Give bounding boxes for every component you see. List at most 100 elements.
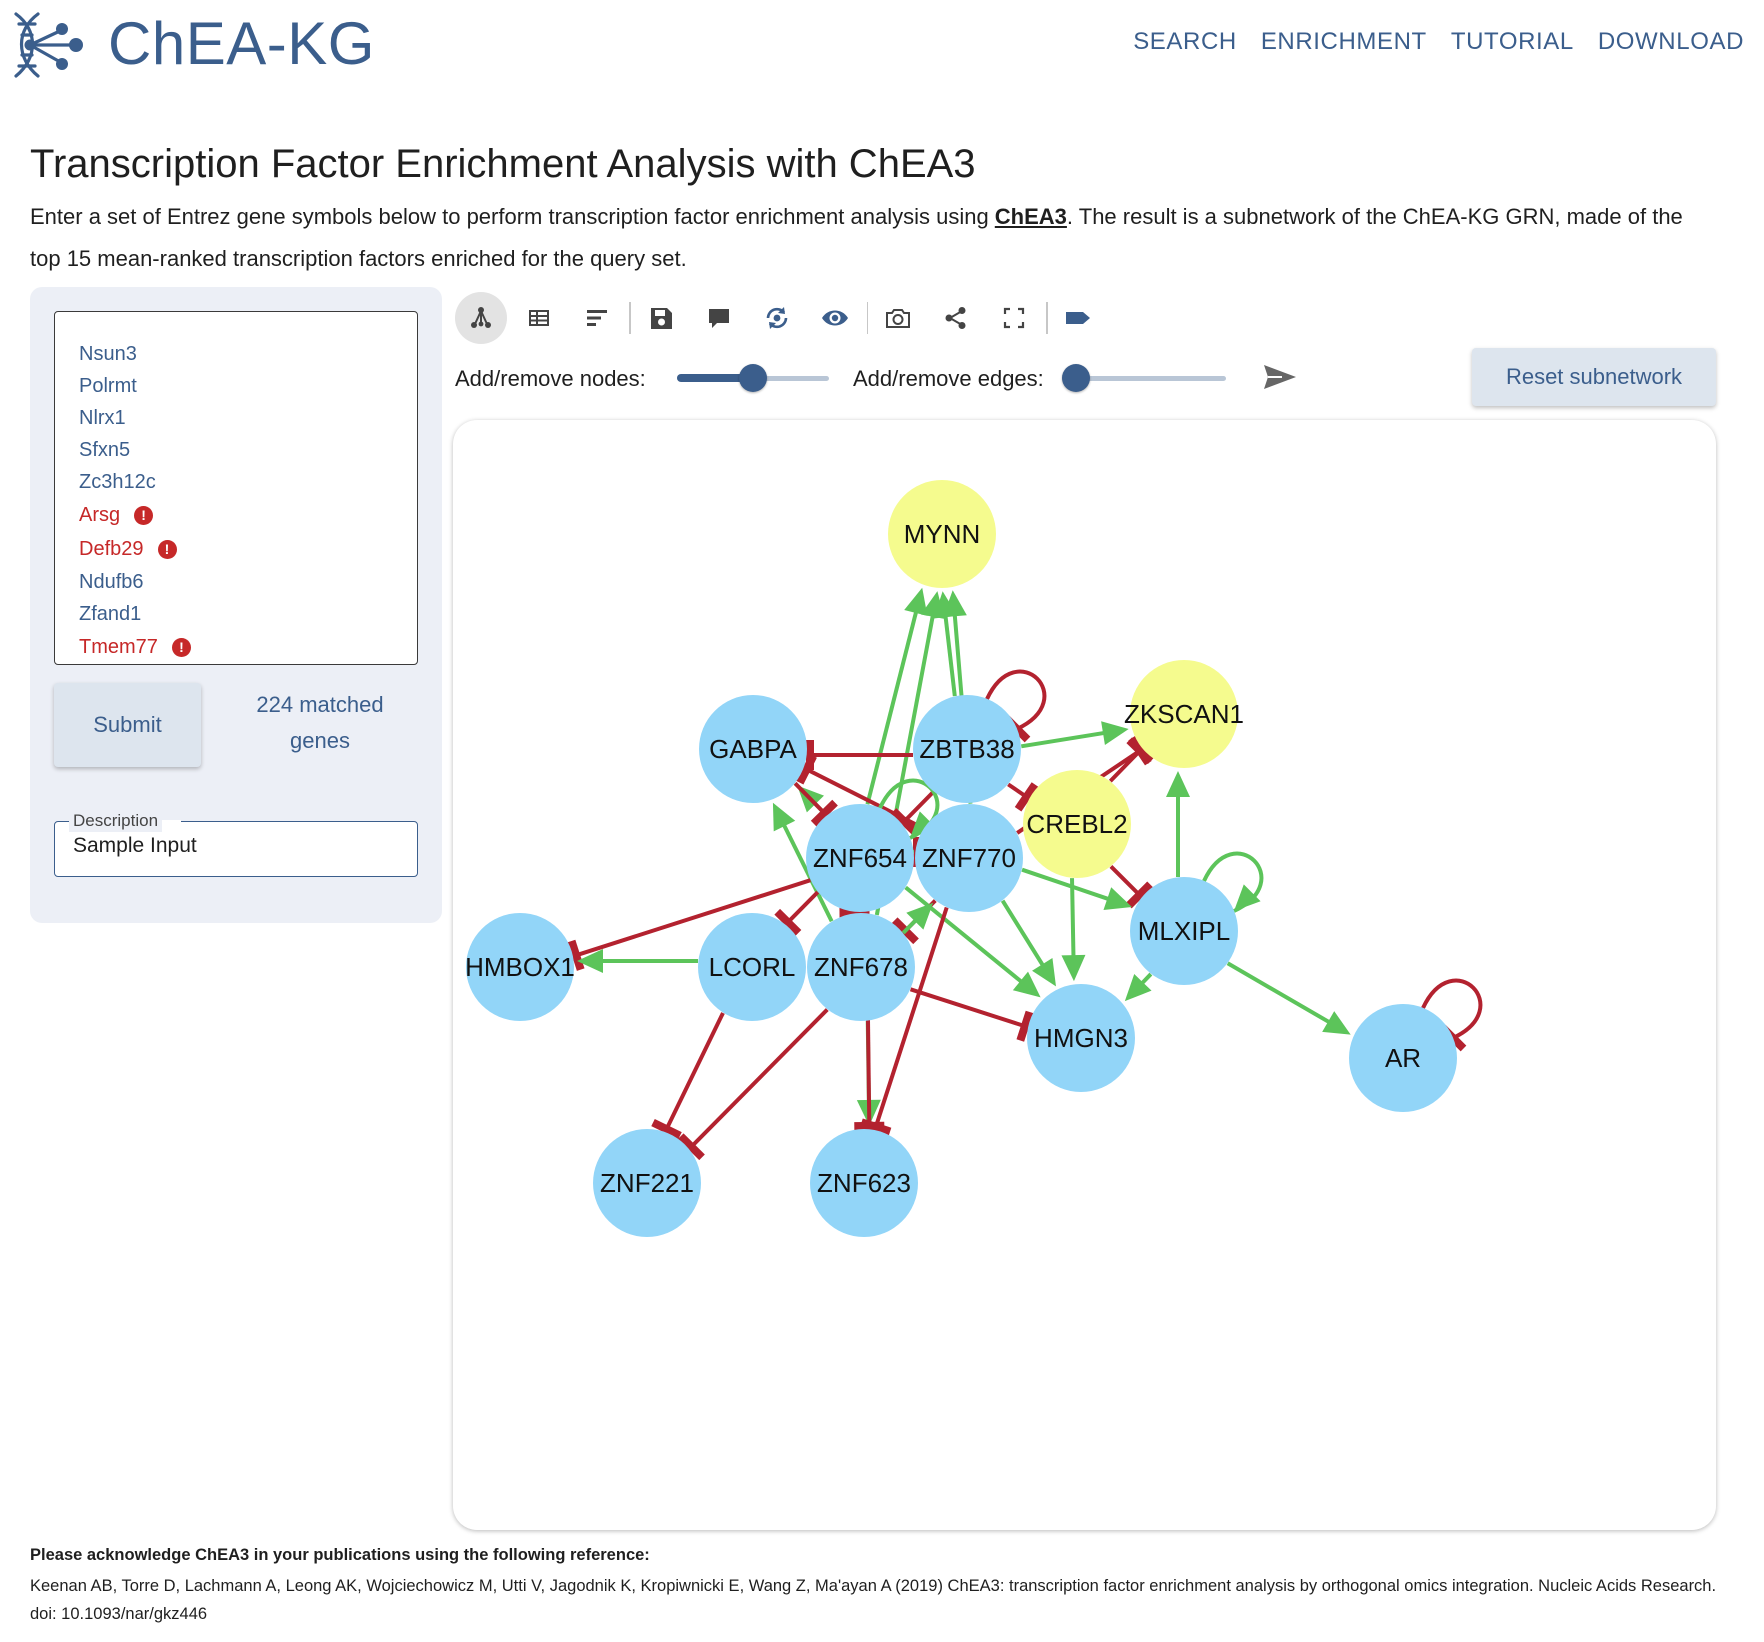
node-ar[interactable]: AR: [1349, 1004, 1457, 1112]
edge-crebl2-mlxipl[interactable]: [1109, 865, 1153, 909]
reset-subnetwork-button[interactable]: Reset subnetwork: [1472, 348, 1716, 406]
node-zkscan1[interactable]: ZKSCAN1: [1124, 660, 1244, 768]
node-zbtb38[interactable]: ZBTB38: [913, 695, 1021, 803]
fullscreen-button[interactable]: [988, 292, 1040, 344]
header: ChEA-KG SEARCH ENRICHMENT TUTORIAL DOWNL…: [0, 0, 1764, 92]
node-znf221[interactable]: ZNF221: [593, 1129, 701, 1237]
node-circle: [915, 804, 1023, 912]
node-circle: [699, 695, 807, 803]
gene-entry: Ndufb6: [79, 566, 417, 598]
gene-entry: Polrmt: [79, 370, 417, 402]
submit-button[interactable]: Submit: [54, 683, 201, 767]
edge-znf770-mlxipl[interactable]: [1021, 867, 1132, 910]
edge-znf678-gabpa[interactable]: [772, 802, 834, 923]
edge-zbtb38-gabpa[interactable]: [806, 740, 913, 770]
refresh-layout-button[interactable]: [751, 292, 803, 344]
gene-entry: Sfxn5: [79, 434, 417, 466]
inhibition-bar: [1016, 1010, 1034, 1042]
camera-icon: [886, 309, 910, 328]
edges-slider[interactable]: [1062, 364, 1226, 392]
chea3-link[interactable]: ChEA3: [994, 204, 1067, 229]
node-znf770[interactable]: ZNF770: [915, 804, 1023, 912]
description-input[interactable]: [73, 834, 403, 858]
bar-chart-view-button[interactable]: [571, 292, 623, 344]
self-loop-mlxipl[interactable]: [1202, 851, 1264, 913]
network-view-button[interactable]: [455, 292, 507, 344]
slider-thumb[interactable]: [1062, 364, 1090, 392]
node-hmbox1[interactable]: HMBOX1: [465, 913, 575, 1021]
arrowhead: [906, 902, 934, 930]
nodes-slider[interactable]: [677, 364, 829, 392]
edge-znf654-hmbox1[interactable]: [567, 878, 812, 971]
nav-enrichment[interactable]: ENRICHMENT: [1260, 28, 1427, 55]
screenshot-button[interactable]: [872, 292, 924, 344]
edge-znf678-hmgn3[interactable]: [909, 987, 1034, 1042]
gene-entry: Zfand1: [79, 598, 417, 630]
node-circle: [593, 1129, 701, 1237]
edge-znf770-hmgn3[interactable]: [1000, 899, 1056, 987]
node-mlxipl[interactable]: MLXIPL: [1130, 877, 1238, 985]
node-znf623[interactable]: ZNF623: [810, 1129, 918, 1237]
node-label: ZBTB38: [919, 734, 1014, 764]
node-lcorl[interactable]: LCORL: [698, 913, 806, 1021]
node-znf678[interactable]: ZNF678: [807, 913, 915, 1021]
dna-network-icon[interactable]: [8, 8, 88, 82]
nav-download[interactable]: DOWNLOAD: [1597, 28, 1744, 55]
share-icon: [945, 307, 966, 329]
node-label: ZNF623: [817, 1168, 911, 1198]
gene-symbol: Defb29: [79, 538, 144, 560]
edge-gabpa-znf654[interactable]: [793, 781, 838, 827]
inhibition-bar: [1126, 881, 1153, 909]
fullscreen-icon: [1003, 307, 1025, 329]
node-label: HMBOX1: [465, 952, 575, 982]
edge-zbtb38-znf654[interactable]: [890, 790, 935, 835]
share-button[interactable]: [930, 292, 982, 344]
visibility-button[interactable]: [809, 292, 861, 344]
nav-search[interactable]: SEARCH: [1133, 28, 1237, 55]
edge-znf654-mynn[interactable]: [865, 587, 928, 805]
edge-line: [1070, 878, 1076, 962]
node-label: ZNF654: [813, 843, 907, 873]
edge-zbtb38-zkscan1[interactable]: [1020, 721, 1129, 749]
edge-mlxipl-ar[interactable]: [1226, 961, 1351, 1035]
edge-lcorl-hmbox1[interactable]: [577, 949, 698, 973]
arrowhead: [904, 587, 928, 616]
node-gabpa[interactable]: GABPA: [699, 695, 807, 803]
top-nav: SEARCH ENRICHMENT TUTORIAL DOWNLOAD: [1133, 28, 1744, 56]
arrowhead: [1061, 954, 1086, 982]
node-znf654[interactable]: ZNF654: [806, 804, 914, 912]
gene-symbol: Tmem77: [79, 636, 158, 658]
description-field[interactable]: Description: [54, 810, 418, 877]
edge-crebl2-hmgn3[interactable]: [1061, 878, 1086, 982]
table-view-button[interactable]: [513, 292, 565, 344]
node-crebl2[interactable]: CREBL2: [1023, 770, 1131, 878]
edge-znf678-znf770[interactable]: [901, 902, 934, 935]
edge-znf654-hmgn3[interactable]: [904, 885, 1041, 998]
comment-button[interactable]: [693, 292, 745, 344]
edge-line: [909, 987, 1026, 1029]
edge-mlxipl-hmgn3[interactable]: [1124, 972, 1153, 1002]
node-mynn[interactable]: MYNN: [888, 480, 996, 588]
intro-text-before: Enter a set of Entrez gene symbols below…: [30, 204, 995, 229]
edge-line: [904, 885, 1027, 987]
node-hmgn3[interactable]: HMGN3: [1027, 984, 1135, 1092]
edge-zbtb38-crebl2[interactable]: [1007, 782, 1039, 812]
labels-button[interactable]: [1052, 292, 1104, 344]
node-label: GABPA: [709, 734, 797, 764]
brand-title[interactable]: ChEA-KG: [108, 10, 375, 77]
save-button[interactable]: [635, 292, 687, 344]
inhibition-bar: [677, 1133, 705, 1161]
nav-tutorial[interactable]: TUTORIAL: [1450, 28, 1574, 55]
send-icon[interactable]: [1262, 362, 1298, 392]
edge-mlxipl-zkscan1[interactable]: [1166, 771, 1190, 877]
node-circle: [807, 913, 915, 1021]
edge-znf678-znf221[interactable]: [677, 1008, 829, 1161]
edge-line: [689, 1008, 829, 1149]
edge-znf654-lcorl[interactable]: [774, 890, 820, 936]
slider-thumb[interactable]: [739, 364, 767, 392]
edge-lcorl-znf221[interactable]: [651, 1012, 725, 1140]
